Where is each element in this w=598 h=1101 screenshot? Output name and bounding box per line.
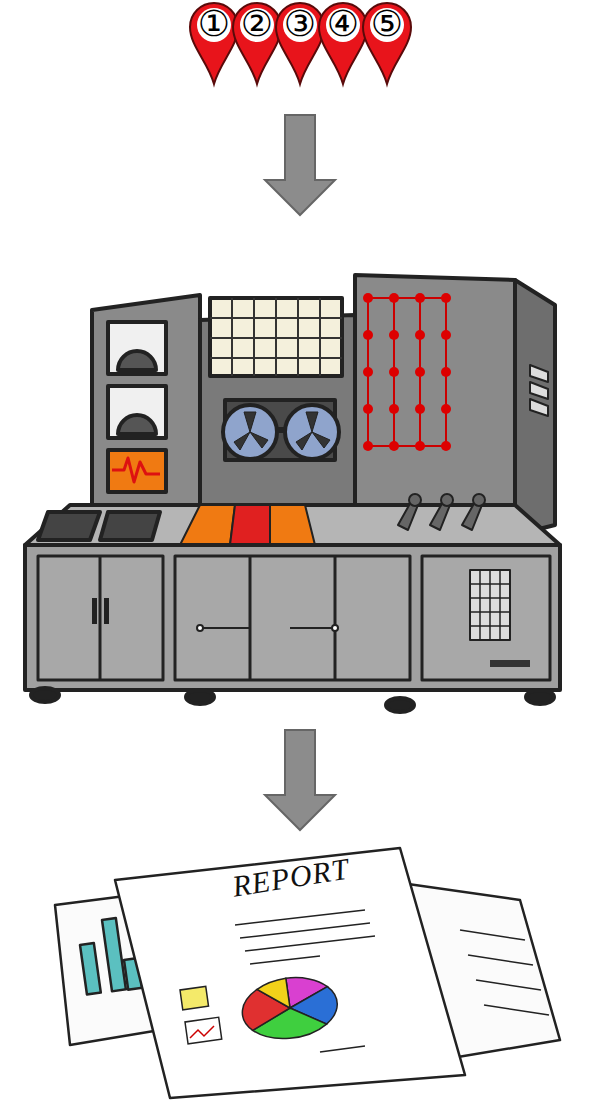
- map-pin: ⑤: [361, 0, 413, 86]
- flow-arrow: [265, 115, 335, 215]
- callout-number: ⑤: [361, 4, 413, 44]
- report-sheet: REPORT: [20, 840, 580, 1101]
- flow-arrow: [265, 730, 335, 830]
- map-pin: ③: [274, 0, 326, 86]
- callout-number: ④: [317, 4, 369, 44]
- map-pin: ①: [188, 0, 240, 86]
- map-pin: ④: [317, 0, 369, 86]
- computer-machine: [25, 275, 560, 712]
- map-pin: ②: [231, 0, 283, 86]
